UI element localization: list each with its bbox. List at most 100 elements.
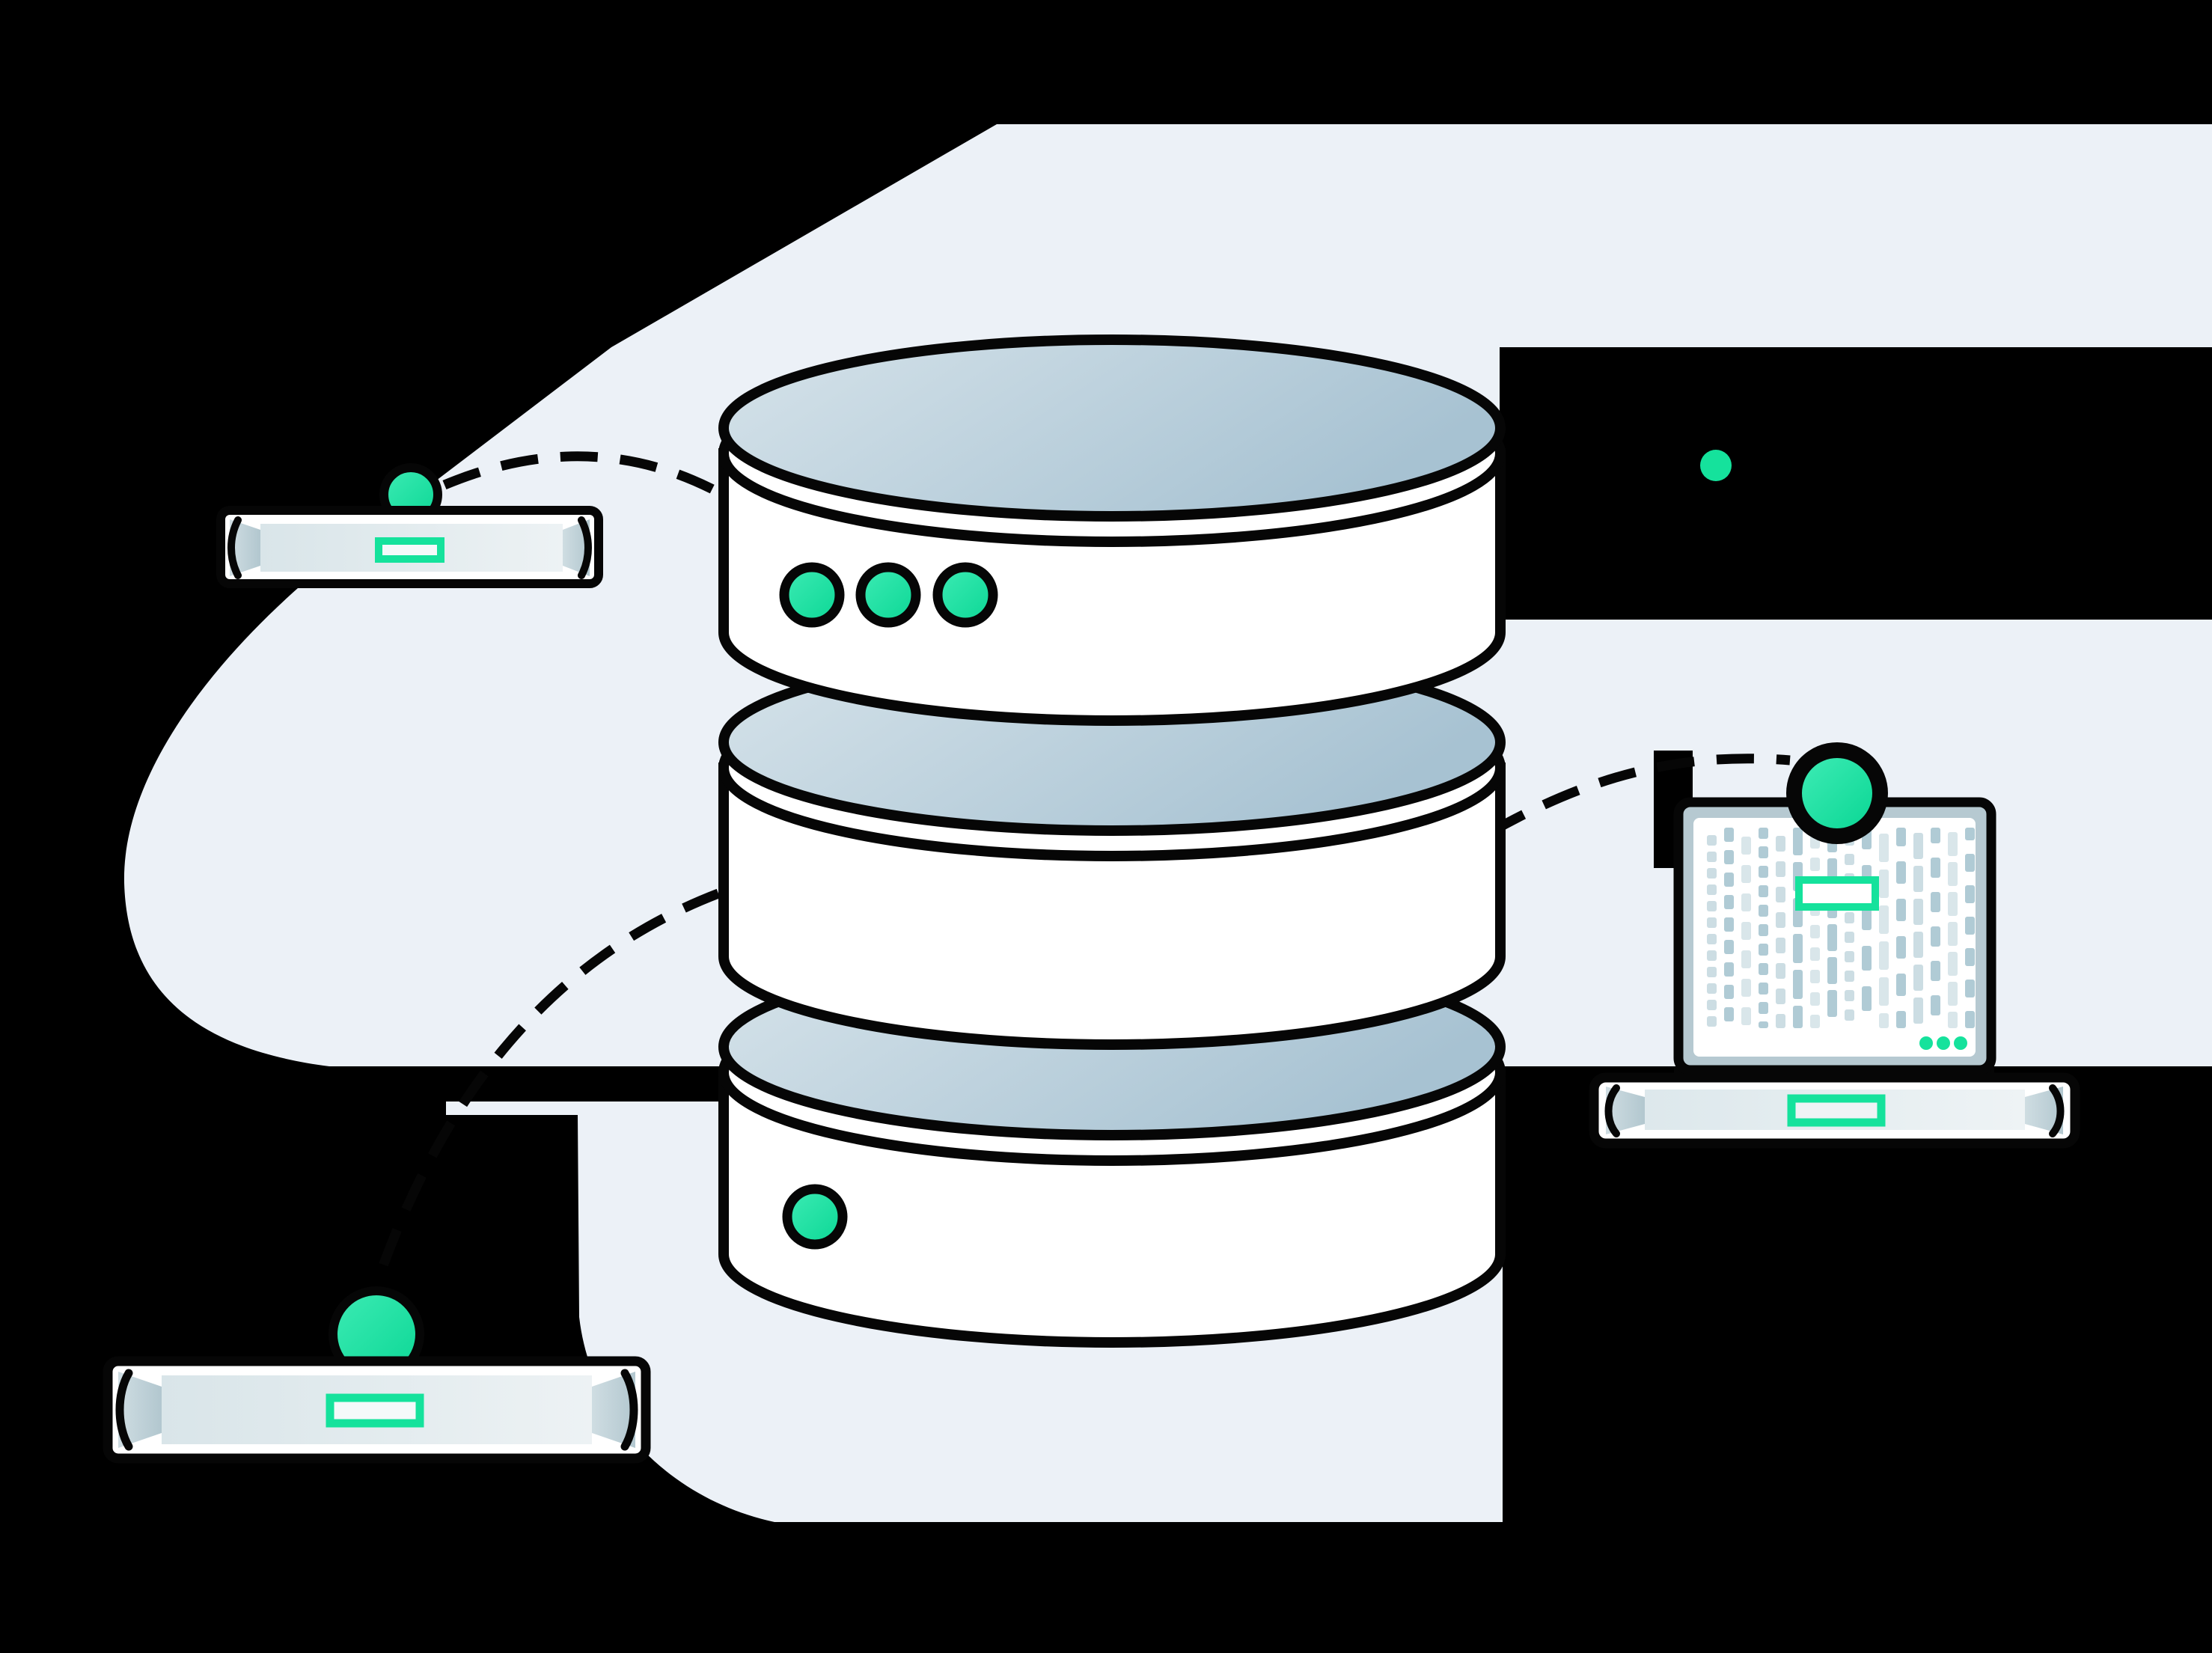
code-dash [1948,952,1958,976]
code-dash [1948,982,1958,1006]
code-dash [1965,980,1975,997]
code-dash [1724,1007,1734,1021]
laptop-base-bevel-right [2025,1087,2063,1134]
code-dash [1759,983,1768,994]
code-dash [1759,905,1768,917]
code-dash [1741,979,1751,997]
code-dash [1948,1012,1958,1028]
code-dash [1896,899,1906,921]
code-dash [1759,1021,1768,1028]
code-dash [1931,892,1940,912]
code-dash [1810,947,1820,961]
code-dash [1896,828,1906,846]
code-dash [1862,986,1872,1011]
code-dash [1810,1015,1820,1028]
code-dash [1707,950,1717,961]
server-bottom-cap-right [620,1369,638,1451]
code-dash [1724,895,1734,909]
cutout-right-of-base [2074,1066,2212,1147]
code-dash [1793,934,1803,963]
server-top [216,463,603,588]
db-bottom-dot-icon [782,1184,848,1250]
database-stack [718,334,1506,1348]
code-dash [1707,967,1717,977]
code-dash [1965,828,1975,840]
code-dash [1759,828,1768,839]
code-dash [1913,899,1923,925]
code-dash [1759,885,1768,897]
code-dash [1776,938,1785,953]
floating-accent-dot [1700,450,1732,481]
server-top-cap-left [227,516,242,579]
code-dash [1810,970,1820,983]
code-dash [1896,861,1906,884]
code-dash [1931,961,1940,981]
code-dash [1741,950,1751,968]
code-dash [1827,924,1837,951]
server-bottom-slot [326,1393,424,1428]
code-dash [1741,922,1751,940]
laptop-screen-dots [1919,1036,1967,1050]
code-dash [1896,1011,1906,1028]
code-dash [1724,873,1734,887]
db-top-top-face [718,334,1506,522]
code-dash [1707,983,1717,994]
server-bottom-cap-left [115,1369,133,1451]
server-bottom-bevel-left [118,1372,162,1448]
link-top-server-to-db-icon [442,451,724,498]
code-dash [1845,990,1854,1001]
code-dash [1879,941,1889,970]
db-dot-2-icon [855,562,921,628]
laptop-base-cap-left [1604,1084,1620,1137]
code-dash [1810,858,1820,871]
code-dash [1879,870,1889,898]
code-dash [1741,865,1751,883]
code-dash [1913,932,1923,958]
code-dash [1913,833,1923,859]
code-dash [1776,912,1785,928]
code-dash [1707,868,1717,879]
code-dash [1741,837,1751,855]
code-dash [1845,951,1854,962]
code-dash [1931,858,1940,878]
cutout-cylinder-right-notch [1500,1066,1597,1146]
db-indicator-dots [779,562,998,1250]
code-dash [1931,926,1940,947]
code-dash [1776,989,1785,1004]
code-dash [1931,995,1940,1015]
code-dash [1879,905,1889,934]
cutout-right-rect [1500,347,2212,620]
code-dash [1741,893,1751,911]
laptop-screen-dot-2-icon [1937,1036,1950,1050]
db-dot-3-icon [932,562,998,628]
code-dash [1793,828,1803,855]
code-dash [1931,828,1940,843]
code-dash [1879,1013,1889,1028]
code-dash [1810,992,1820,1006]
code-dash [1965,1011,1975,1028]
db-dot-1-icon [779,562,845,628]
code-dash [1724,917,1734,932]
link-bottom-server-to-db-icon [373,888,721,1280]
code-dash [1759,944,1768,956]
cutout-left-band [322,1069,730,1102]
server-top-bevel-left [230,519,260,576]
code-dash [1965,948,1975,966]
code-dash [1896,936,1906,959]
code-dash [1793,970,1803,999]
code-dash [1862,905,1872,930]
code-dash [1759,866,1768,878]
code-dash [1759,963,1768,975]
code-dash [1879,977,1889,1006]
code-dash [1776,836,1785,852]
code-dash [1707,884,1717,895]
server-top-cap-right [578,516,592,579]
code-dash [1776,963,1785,979]
code-dash [1845,1009,1854,1021]
code-dash [1776,861,1785,877]
code-dash [1793,1006,1803,1028]
laptop [1589,742,2080,1149]
dashed-connections [373,451,1791,1280]
code-dash [1724,985,1734,999]
